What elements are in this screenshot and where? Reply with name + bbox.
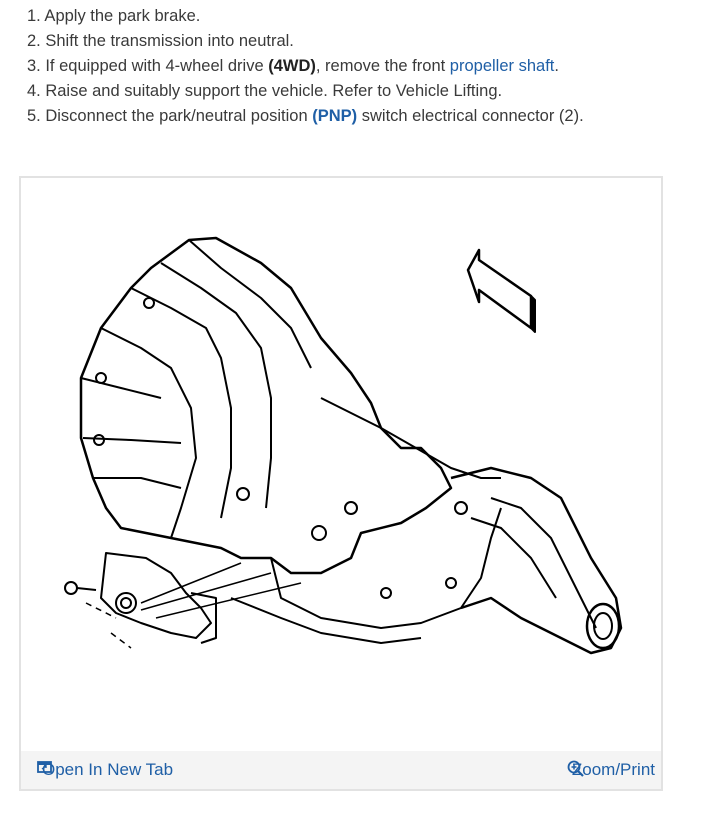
step-3: 3. If equipped with 4-wheel drive (4WD),… <box>27 57 559 75</box>
bell-housing <box>79 236 453 575</box>
step-2: 2. Shift the transmission into neutral. <box>27 32 294 50</box>
figure-panel: Open In New Tab Zoom/Print <box>19 176 663 791</box>
step-5: 5. Disconnect the park/neutral position … <box>27 107 584 125</box>
abbr-4wd: (4WD) <box>268 57 316 75</box>
propeller-shaft-link[interactable]: propeller shaft <box>449 57 555 75</box>
open-in-new-tab-label: Open In New Tab <box>42 760 174 779</box>
zoom-print-button[interactable]: Zoom/Print <box>567 760 655 780</box>
bolt <box>64 581 78 595</box>
zoom-print-label: Zoom/Print <box>571 760 655 779</box>
figure-toolbar: Open In New Tab Zoom/Print <box>21 751 661 789</box>
pnp-switch <box>100 552 212 639</box>
transmission-illustration <box>64 236 623 655</box>
extension-housing <box>450 466 623 655</box>
direction-arrow <box>466 248 533 330</box>
step-1: 1. Apply the park brake. <box>27 7 201 25</box>
step-4: 4. Raise and suitably support the vehicl… <box>27 82 503 100</box>
open-in-new-tab-button[interactable]: Open In New Tab <box>37 760 173 780</box>
procedure-steps: 1. Apply the park brake. 2. Shift the tr… <box>27 4 584 129</box>
abbr-pnp: (PNP) <box>312 107 358 125</box>
